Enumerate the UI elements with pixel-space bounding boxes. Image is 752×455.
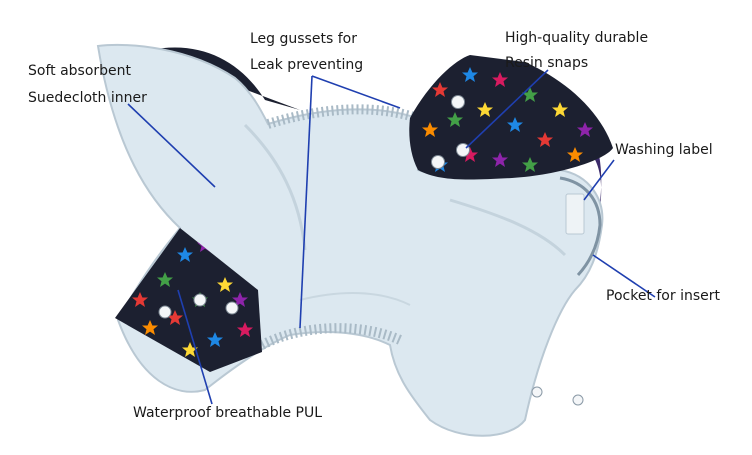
fabric-fold [299, 292, 411, 306]
label-pocket: Pocket for insert [606, 288, 720, 304]
label-snaps-line1: High-quality durable [505, 30, 649, 46]
label-pul: Waterproof breathable PUL [133, 405, 323, 421]
leader-gusset-bottom [299, 75, 313, 329]
fabric-fold [449, 198, 567, 257]
fabric-fold [243, 123, 307, 251]
label-inner-line1: Soft absorbent [28, 63, 132, 79]
leader-pocket [592, 254, 656, 298]
label-gussets-line2: Leak preventing [250, 57, 364, 73]
leader-lines [127, 69, 656, 405]
label-snaps-line2: Resin snaps [505, 55, 589, 71]
leg-gusset-bottom [259, 323, 403, 350]
leader-gusset-top [311, 75, 401, 109]
leader-pul [177, 289, 213, 405]
leader-inner [127, 103, 216, 188]
snap-icon [431, 155, 445, 169]
pul-tab-right [409, 55, 613, 180]
label-washing: Washing label [615, 142, 713, 158]
snap-icon [451, 95, 465, 109]
insert-pocket [559, 176, 602, 277]
pul-tab-left [115, 228, 262, 372]
label-inner-line2: Suedecloth inner [28, 90, 147, 106]
snap-icon [193, 293, 207, 307]
washing-label-tag [565, 193, 585, 235]
label-gussets-line1: Leg gussets for [250, 31, 357, 47]
leader-snaps [465, 69, 549, 149]
snap-icon [225, 301, 239, 315]
leader-washing-label [583, 159, 615, 201]
snap-icon [158, 305, 172, 319]
snap-icon [531, 386, 543, 398]
snap-icon [572, 394, 584, 406]
